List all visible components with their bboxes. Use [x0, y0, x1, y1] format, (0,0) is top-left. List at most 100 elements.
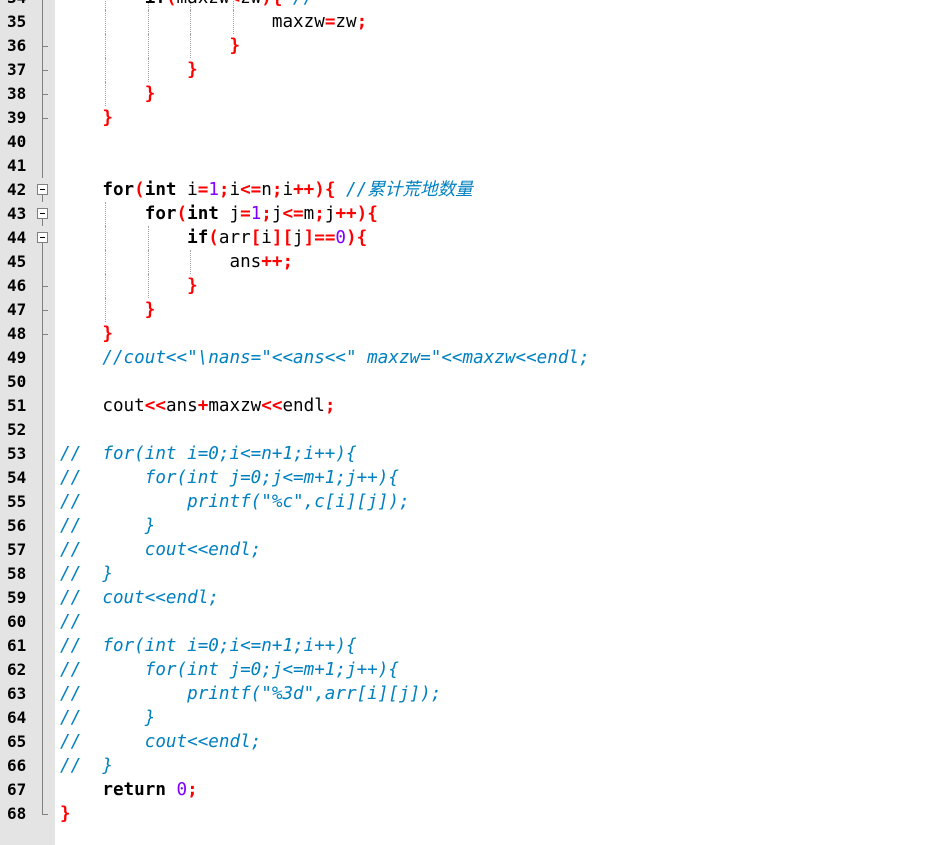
- code-line[interactable]: 39 }: [0, 106, 933, 130]
- code-line[interactable]: 44 if(arr[i][j]==0){: [0, 226, 933, 250]
- code-line[interactable]: 52: [0, 418, 933, 442]
- code-line[interactable]: 36 }: [0, 34, 933, 58]
- code-token: //cout<<"\nans="<<ans<<" maxzw="<<maxzw<…: [60, 348, 590, 368]
- code-line[interactable]: 42 for(int i=1;i<=n;i++){ //累计荒地数量: [0, 178, 933, 202]
- code-token: j: [218, 204, 241, 224]
- line-number-gutter: [0, 0, 55, 845]
- fold-line: [37, 418, 49, 442]
- code-line[interactable]: 43 for(int j=1;j<=m;j++){: [0, 202, 933, 226]
- code-token: ){: [346, 228, 368, 248]
- indent-guide: [190, 0, 192, 10]
- code-token: }: [60, 300, 156, 320]
- line-number: 64: [7, 708, 27, 727]
- code-line[interactable]: 68}: [0, 802, 933, 826]
- fold-line: [37, 634, 49, 658]
- indent-guide: [105, 0, 107, 10]
- code-line[interactable]: 65// cout<<endl;: [0, 730, 933, 754]
- code-line[interactable]: 41: [0, 154, 933, 178]
- code-line[interactable]: 55// printf("%c",c[i][j]);: [0, 490, 933, 514]
- code-line[interactable]: 66// }: [0, 754, 933, 778]
- code-text: return 0;: [60, 778, 197, 802]
- line-number: 63: [7, 684, 27, 703]
- code-token: n: [261, 180, 272, 200]
- code-line[interactable]: 35 maxzw=zw;: [0, 10, 933, 34]
- indent-guide: [190, 34, 192, 58]
- line-number: 39: [7, 108, 27, 127]
- code-line[interactable]: 45 ans++;: [0, 250, 933, 274]
- code-text: for(int j=1;j<=m;j++){: [60, 202, 378, 226]
- line-number: 61: [7, 636, 27, 655]
- code-line[interactable]: 37 }: [0, 58, 933, 82]
- line-number: 44: [7, 228, 27, 247]
- code-text: }: [60, 802, 71, 826]
- code-line[interactable]: 58// }: [0, 562, 933, 586]
- code-token: // }: [60, 564, 113, 584]
- code-token: i: [282, 180, 294, 200]
- code-line[interactable]: 48 }: [0, 322, 933, 346]
- code-token: }: [60, 324, 113, 344]
- code-line[interactable]: 63// printf("%3d",arr[i][j]);: [0, 682, 933, 706]
- code-line[interactable]: 61 // for(int i=0;i<=n+1;i++){: [0, 634, 933, 658]
- fold-end-marker: [37, 298, 49, 322]
- fold-line: [37, 490, 49, 514]
- code-line[interactable]: 60//: [0, 610, 933, 634]
- code-line[interactable]: 40: [0, 130, 933, 154]
- indent-guide: [190, 10, 192, 34]
- code-line[interactable]: 34 if(maxzw<zw){ //: [0, 0, 933, 10]
- code-token: maxzw: [208, 396, 262, 416]
- code-line[interactable]: 67 return 0;: [0, 778, 933, 802]
- code-line[interactable]: 49 //cout<<"\nans="<<ans<<" maxzw="<<max…: [0, 346, 933, 370]
- fold-end-marker: [37, 106, 49, 130]
- line-number: 43: [7, 204, 27, 223]
- fold-end-marker: [37, 274, 49, 298]
- line-number: 36: [7, 36, 27, 55]
- indent-guide: [147, 274, 149, 298]
- fold-line: [37, 730, 49, 754]
- code-line[interactable]: 50: [0, 370, 933, 394]
- fold-line: [37, 0, 49, 10]
- code-token: ;: [324, 396, 336, 416]
- code-line[interactable]: 56// }: [0, 514, 933, 538]
- code-text: cout<<ans+maxzw<<endl;: [60, 394, 335, 418]
- indent-guide: [232, 0, 234, 10]
- code-token: <: [230, 0, 241, 8]
- code-line[interactable]: 51 cout<<ans+maxzw<<endl;: [0, 394, 933, 418]
- code-token: ans: [165, 396, 198, 416]
- code-token: ;: [314, 204, 325, 224]
- code-text: // cout<<endl;: [60, 586, 219, 610]
- line-number: 60: [7, 612, 27, 631]
- code-text: //cout<<"\nans="<<ans<<" maxzw="<<maxzw<…: [60, 346, 590, 370]
- line-number: 45: [7, 252, 27, 271]
- code-line[interactable]: 62// for(int j=0;j<=m+1;j++){: [0, 658, 933, 682]
- code-token: arr: [218, 228, 251, 248]
- fold-toggle-icon[interactable]: [37, 226, 49, 250]
- code-line[interactable]: 54// for(int j=0;j<=m+1;j++){: [0, 466, 933, 490]
- code-text: }: [60, 322, 113, 346]
- fold-line: [37, 754, 49, 778]
- code-line[interactable]: 53// for(int i=0;i<=n+1;i++){: [0, 442, 933, 466]
- code-text: }: [60, 34, 240, 58]
- indent-guide: [105, 226, 107, 250]
- code-token: // cout<<endl;: [60, 588, 219, 608]
- code-line[interactable]: 46 }: [0, 274, 933, 298]
- fold-toggle-icon[interactable]: [37, 178, 49, 202]
- code-line[interactable]: 47 }: [0, 298, 933, 322]
- code-text: // }: [60, 754, 113, 778]
- fold-end-marker: [37, 322, 49, 346]
- code-token: <<: [144, 396, 166, 416]
- code-token: }: [60, 36, 241, 56]
- code-line[interactable]: 38 }: [0, 82, 933, 106]
- fold-toggle-icon[interactable]: [37, 202, 49, 226]
- code-text: // cout<<endl;: [60, 538, 261, 562]
- code-token: }: [60, 84, 156, 104]
- code-text: // for(int i=0;i<=n+1;i++){: [60, 634, 357, 658]
- indent-guide: [147, 34, 149, 58]
- line-number: 57: [7, 540, 27, 559]
- code-token: <=: [240, 180, 262, 200]
- code-line[interactable]: 59// cout<<endl;: [0, 586, 933, 610]
- indent-guide: [147, 10, 149, 34]
- code-line[interactable]: 57 // cout<<endl;: [0, 538, 933, 562]
- code-text: if(arr[i][j]==0){: [60, 226, 367, 250]
- code-line[interactable]: 64// }: [0, 706, 933, 730]
